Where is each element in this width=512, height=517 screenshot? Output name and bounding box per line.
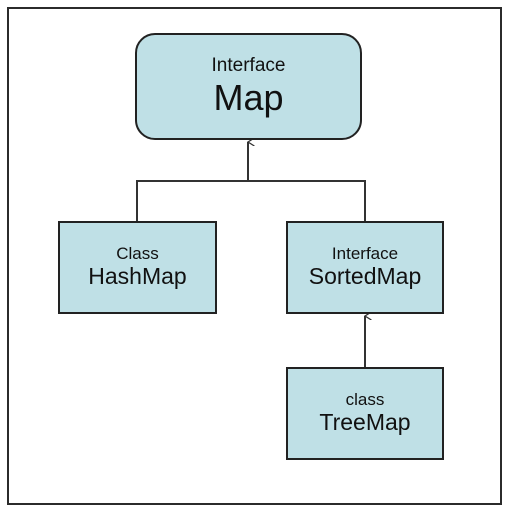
node-kind-label: class <box>345 389 385 409</box>
node-kind-label: Interface <box>331 243 399 263</box>
edge-hashmap-to-map <box>136 180 366 221</box>
node-hashmap: Class HashMap <box>58 221 217 314</box>
node-sortedmap: Interface SortedMap <box>286 221 444 314</box>
node-kind-label: Interface <box>211 54 286 76</box>
node-treemap: class TreeMap <box>286 367 444 460</box>
node-name-label: Map <box>213 76 284 118</box>
node-name-label: SortedMap <box>308 263 422 290</box>
node-kind-label: Class <box>116 243 159 263</box>
node-name-label: HashMap <box>88 263 187 290</box>
node-map: Interface Map <box>135 33 362 140</box>
node-name-label: TreeMap <box>319 409 411 436</box>
